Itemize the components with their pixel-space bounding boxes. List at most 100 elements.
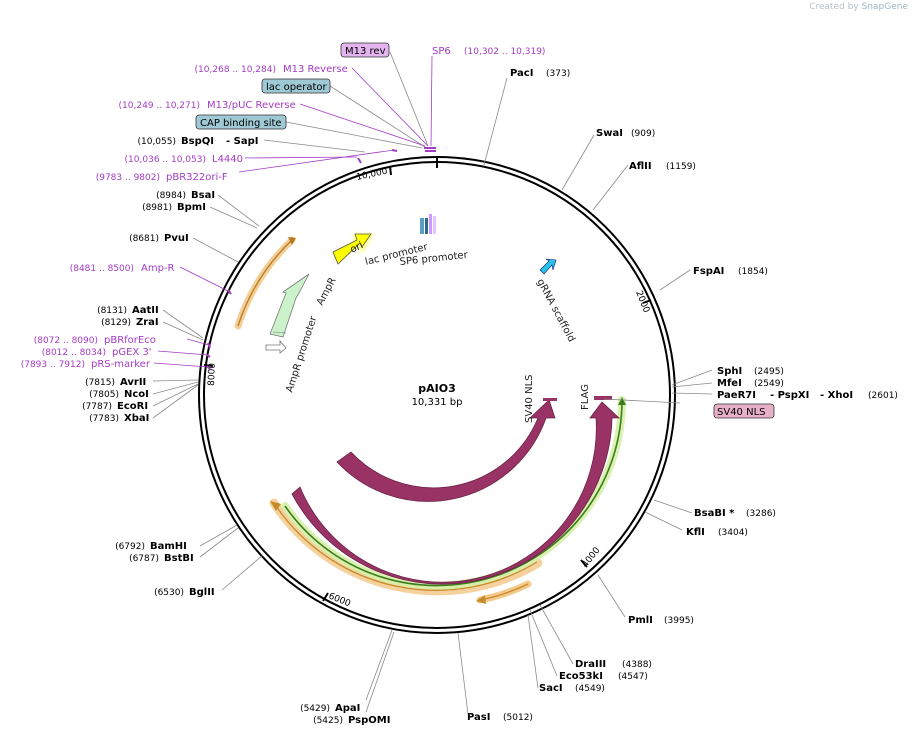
bottom-orange-arrow-left (270, 501, 281, 511)
enzyme-apai-pos: (5429) (300, 704, 330, 714)
enzyme-bsai: BsaI (191, 190, 215, 201)
primer-l4440: L4440 (212, 154, 243, 165)
grna-scaffold-arrow (539, 258, 557, 275)
sv40-nls-feature-label: SV40 NLS (524, 375, 535, 424)
enzyme-draiii-pos: (4388) (622, 660, 652, 670)
flag-feature-label: FLAG (580, 384, 591, 410)
enzyme-bamhi: BamHI (150, 541, 187, 552)
enzyme-avrii: AvrII (120, 377, 146, 388)
primer-pbr322ori-f: pBR322ori-F (166, 172, 228, 183)
primer-sp6-pos: (10,302 .. 10,319) (464, 47, 545, 57)
enzyme-mfei: MfeI (717, 378, 742, 389)
enzyme-eco53ki: Eco53kI (559, 671, 603, 682)
enzyme-aatii: AatII (132, 305, 159, 316)
enzyme-sphi-pos: (2495) (754, 367, 784, 377)
primer-pbrforeco-pos: (8072 .. 8090) (34, 336, 98, 346)
left-enzyme-leaders (152, 139, 395, 713)
enzyme-aflii-pos: (1159) (666, 162, 696, 172)
ampr-promoter-label: AmpR promoter (284, 314, 319, 394)
ruler-label-4000: 4000 (580, 545, 602, 569)
enzyme-paci: PacI (510, 68, 533, 79)
enzyme-eco53ki-pos: (4547) (618, 672, 648, 682)
enzyme-paer7i-pos: (2601) (868, 391, 898, 401)
primer-m13-reverse-pos: (10,268 .. 10,284) (195, 65, 276, 75)
enzyme-sphi: SphI (717, 366, 742, 377)
primer-l4440-pos: (10,036 .. 10,053) (125, 155, 206, 165)
enzyme-paci-pos: (373) (546, 69, 570, 79)
ruler-label-8000: 8000 (207, 363, 218, 387)
enzyme-xbai-pos: (7783) (89, 414, 119, 424)
enzyme-swai: SwaI (596, 128, 623, 139)
enzyme-pspxi: - PspXI (770, 390, 809, 401)
snapgene-brand: SnapGene (861, 2, 908, 12)
ori-arrow (332, 233, 372, 265)
enzyme-kfli: KflI (686, 527, 705, 538)
primer-pbrforeco: pBRforEco (104, 335, 156, 346)
primer-pgex3-pos: (8012 .. 8034) (42, 348, 106, 358)
enzyme-draiii: DraIII (575, 659, 606, 670)
enzyme-pvui-pos: (8681) (129, 234, 159, 244)
enzyme-ncoi-pos: (7805) (89, 390, 119, 400)
flag-mark (594, 396, 612, 400)
enzyme-ecori-pos: (7787) (82, 402, 112, 412)
enzyme-bspqi-pos: (10,055) (137, 137, 176, 147)
ruler-ticks (203, 165, 652, 602)
enzyme-sapi: - SapI (226, 136, 258, 147)
m13-rev-box (340, 42, 390, 58)
boxed-feature-leaders (285, 51, 681, 404)
lower-orange-arrow (476, 595, 486, 604)
backbone-inner (203, 161, 671, 629)
right-enzyme-labels: PacI (373) SwaI (909) AflII (1159) FspAI… (467, 68, 898, 723)
enzyme-pspomi-pos: (5425) (313, 716, 343, 726)
enzyme-saci-pos: (4549) (575, 684, 605, 694)
backbone-outer (198, 156, 676, 634)
enzyme-bsai-pos: (8984) (156, 191, 186, 201)
enzyme-avrii-pos: (7815) (85, 378, 115, 388)
lac-operator-box (261, 78, 331, 94)
enzyme-paer7i: PaeR7I (717, 390, 756, 401)
credit-prefix: Created by (809, 2, 859, 12)
m13-rev-label: M13 rev (345, 46, 386, 57)
cas9-outer-arrow (291, 401, 621, 585)
enzyme-pasi-pos: (5012) (503, 713, 533, 723)
primer-m13-reverse: M13 Reverse (283, 64, 348, 75)
enzyme-swai-pos: (909) (631, 129, 655, 139)
primer-pgex3: pGEX 3' (112, 347, 152, 358)
primer-m13-puc-reverse-pos: (10,249 .. 10,271) (119, 101, 200, 111)
left-enzyme-labels: (5429) ApaI (5425) PspOMI (6530) BglII (… (82, 136, 390, 726)
enzyme-bglii: BglII (189, 587, 215, 598)
primer-prs-marker: pRS-marker (91, 359, 151, 370)
enzyme-bpmi-pos: (8981) (142, 203, 172, 213)
enzyme-bstbi: BstBI (164, 553, 194, 564)
enzyme-bstbi-pos: (6787) (129, 554, 159, 564)
ruler-label-2000: 2000 (633, 289, 651, 314)
ampr-arrow (269, 273, 310, 338)
primer-amp-r-pos: (8481 .. 8500) (70, 264, 134, 274)
plasmid-size: 10,331 bp (412, 397, 463, 408)
enzyme-pmli: PmlI (628, 615, 653, 626)
primer-prs-marker-pos: (7893 .. 7912) (21, 360, 85, 370)
enzyme-saci: SacI (539, 683, 563, 694)
enzyme-apai: ApaI (335, 703, 360, 714)
primer-sp6: SP6 (432, 46, 451, 57)
cap-binding-site-label: CAP binding site (200, 118, 282, 129)
top-feature-cluster (420, 214, 436, 234)
enzyme-bglii-pos: (6530) (154, 588, 184, 598)
enzyme-bamhi-pos: (6792) (115, 542, 145, 552)
enzyme-bspqi: BspQI (181, 136, 214, 147)
enzyme-ecori: EcoRI (117, 401, 148, 412)
sv40-nls-box (713, 403, 775, 419)
enzyme-xbai: XbaI (124, 413, 149, 424)
cas9-label-outer: Cas9 (462, 550, 488, 565)
green-arc-arrow (618, 397, 626, 405)
ampr-label: AmpR (315, 276, 339, 308)
sv40-nls-box-label: SV40 NLS (717, 407, 766, 418)
green-arc (284, 399, 623, 587)
ori-label: ori (349, 240, 365, 255)
enzyme-pasi: PasI (467, 712, 490, 723)
enzyme-fspai-pos: (1854) (738, 267, 768, 277)
primer-amp-r: Amp-R (141, 263, 175, 274)
sv40-nls-mark-inner (543, 398, 557, 401)
primer-m13-puc-reverse: M13/pUC Reverse (207, 100, 296, 111)
